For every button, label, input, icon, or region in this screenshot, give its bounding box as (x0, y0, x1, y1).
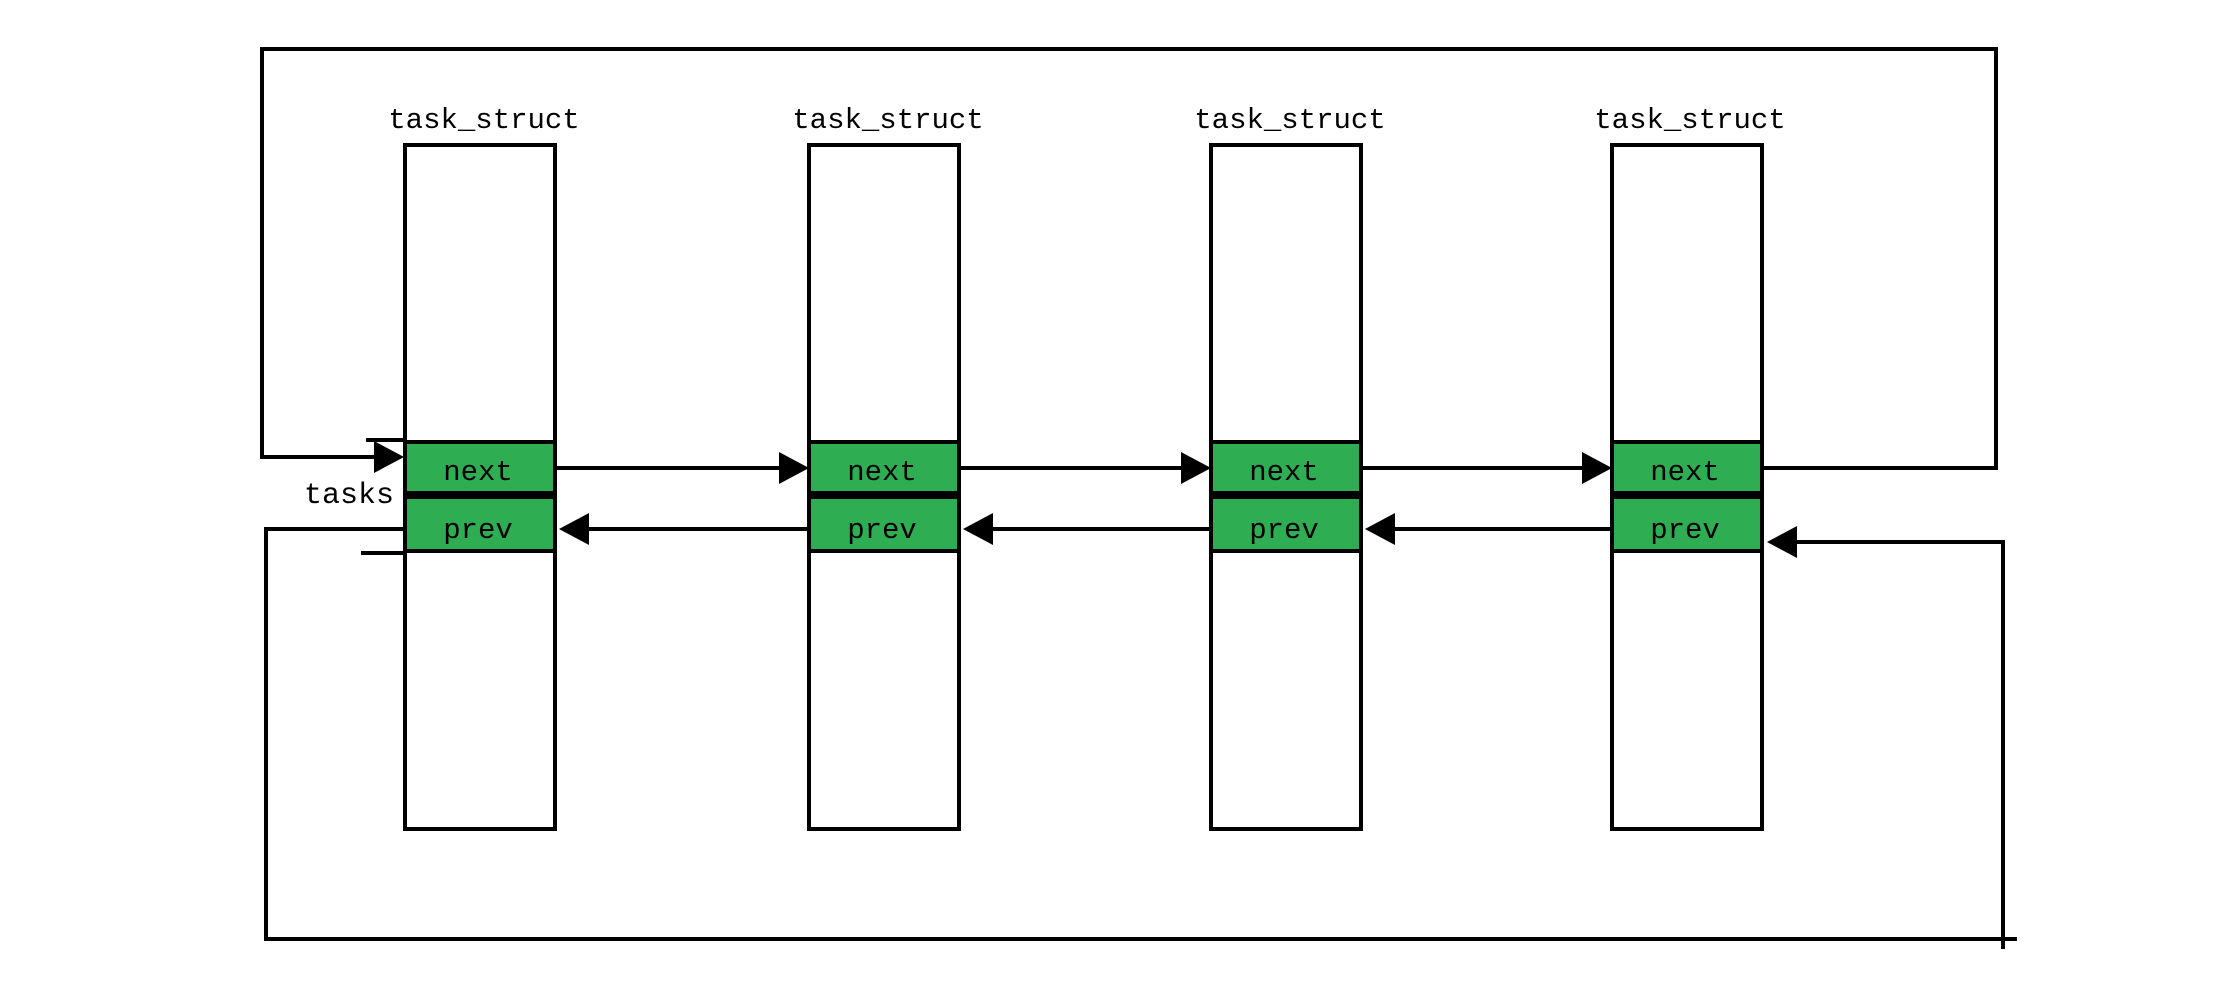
prev-arrowhead-into-node2 (963, 513, 993, 545)
node-title: task_struct (1194, 104, 1385, 137)
next-cell (403, 440, 557, 495)
task-struct-node-3: task_struct next prev (1194, 104, 1386, 831)
prev-cell-label: prev (847, 514, 917, 547)
prev-arrowhead-into-node1 (559, 513, 589, 545)
next-arrowhead-into-node4 (1582, 452, 1612, 484)
prev-cell (1209, 495, 1363, 553)
task-struct-node-2: task_struct next prev (792, 104, 984, 831)
prev-cell (403, 495, 557, 553)
next-cell (1209, 440, 1363, 495)
prev-cell-label: prev (443, 514, 513, 547)
next-cell (807, 440, 961, 495)
next-arrowhead-into-node3 (1181, 452, 1211, 484)
next-cell-label: next (1249, 456, 1319, 489)
prev-cell-label: prev (1249, 514, 1319, 547)
next-cell-label: next (847, 456, 917, 489)
task-struct-node-4: task_struct next prev (1594, 104, 1786, 831)
prev-cell-label: prev (1650, 514, 1720, 547)
node-title: task_struct (792, 104, 983, 137)
prev-arrowhead-into-node3 (1365, 513, 1395, 545)
prev-wrap-around-line (264, 527, 2005, 941)
next-wrap-around-line (260, 47, 1998, 470)
tasks-label: tasks (304, 479, 394, 513)
next-cell (1610, 440, 1764, 495)
prev-cell (1610, 495, 1764, 553)
prev-cell (807, 495, 961, 553)
corner-overshoot-tick (2001, 937, 2017, 949)
task-struct-node-1: task_struct next prev (388, 104, 580, 831)
next-arrowhead-into-node1 (374, 441, 404, 473)
node-title: task_struct (1594, 104, 1785, 137)
node-title: task_struct (388, 104, 579, 137)
next-cell-label: next (1650, 456, 1720, 489)
prev-arrowhead-into-node4 (1767, 526, 1797, 558)
next-cell-label: next (443, 456, 513, 489)
next-arrowhead-into-node2 (779, 452, 809, 484)
